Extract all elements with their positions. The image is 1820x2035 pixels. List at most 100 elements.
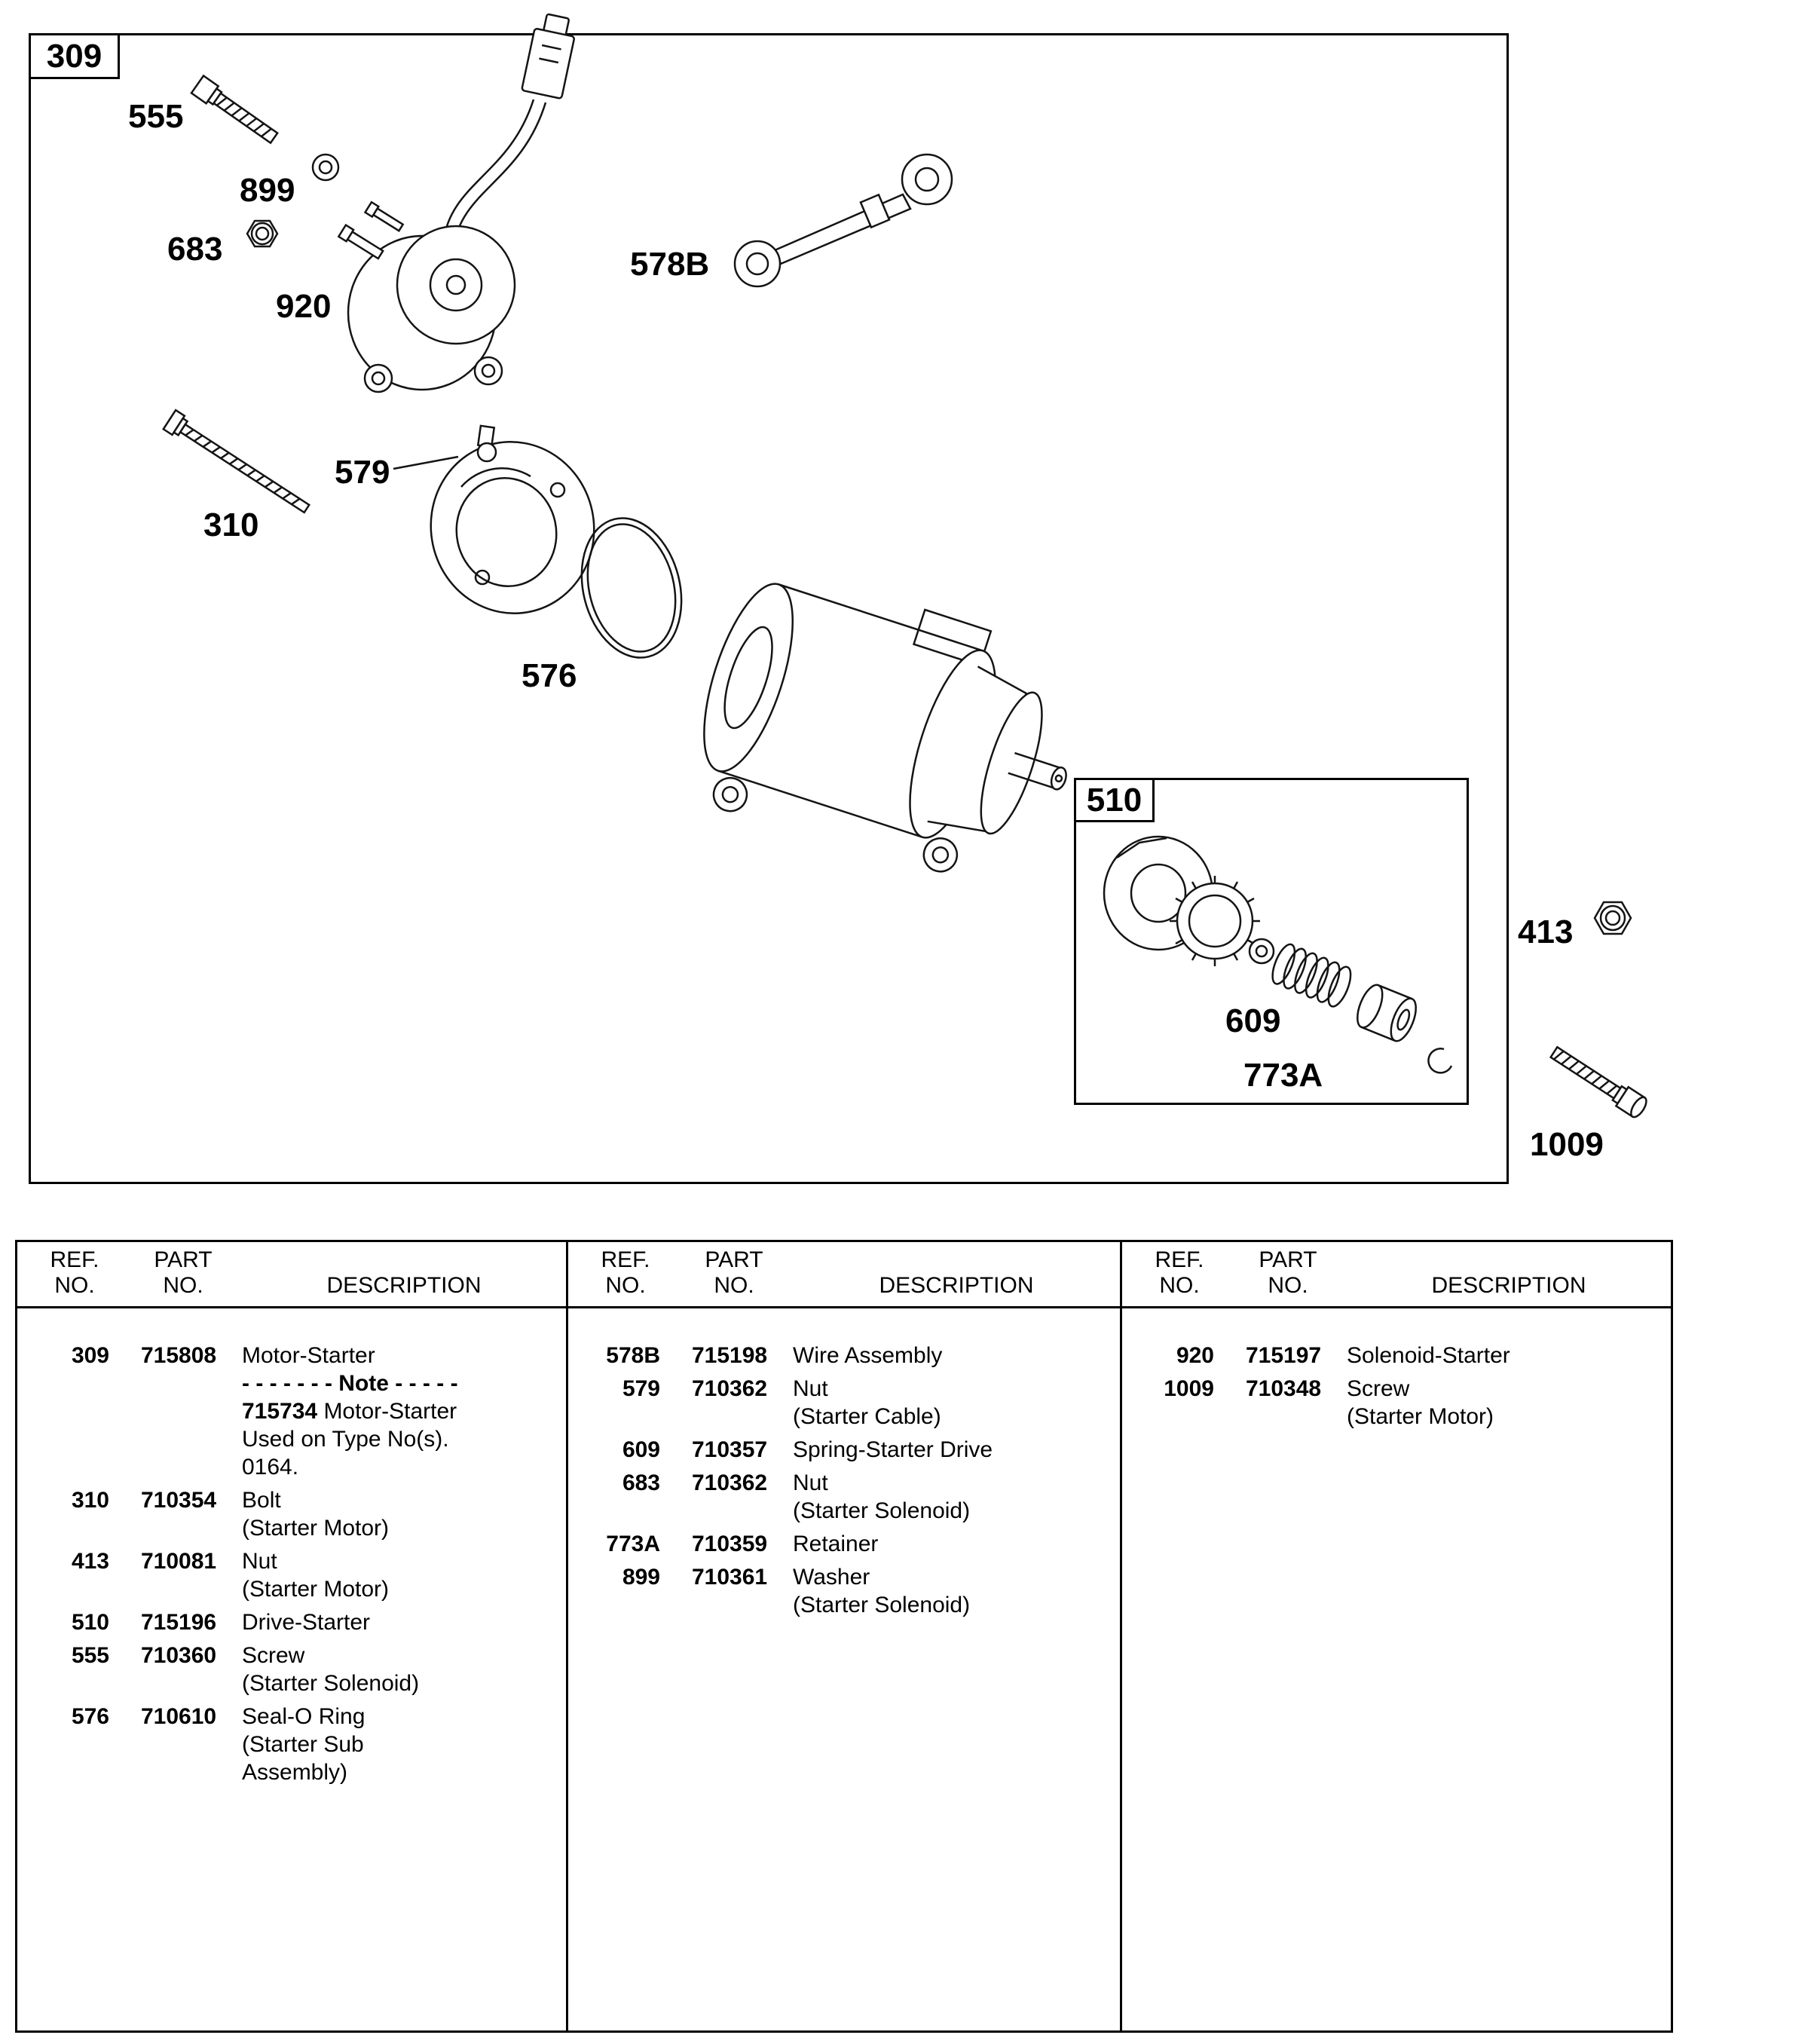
callout-920: 920: [276, 288, 332, 325]
pinion-sleeve-drawing: [1357, 984, 1417, 1042]
description-line: Retainer: [793, 1532, 879, 1556]
parts-illustration: [162, 13, 1647, 1118]
header-part-no: PART NO.: [1246, 1247, 1330, 1299]
description-cell: Motor-Starter- - - - - - - Note - - - - …: [242, 1342, 566, 1481]
callout-310: 310: [203, 506, 259, 543]
end-cap-drawing: [430, 424, 595, 614]
part-no-cell: 715808: [141, 1343, 217, 1368]
description-line: Drive-Starter: [242, 1610, 371, 1635]
header-ref-line2: NO.: [1159, 1273, 1200, 1298]
description-line: Wire Assembly: [793, 1343, 943, 1368]
description-line: 0164.: [242, 1455, 299, 1480]
callout-683: 683: [167, 231, 223, 268]
nut-413-drawing: [1593, 901, 1632, 935]
header-part-line2: NO.: [163, 1273, 203, 1298]
table-header: REF. NO. PART NO. DESCRIPTION: [17, 1242, 566, 1308]
part-no-cell: 710361: [692, 1565, 768, 1590]
part-no-cell: 710362: [692, 1470, 768, 1495]
header-description: DESCRIPTION: [1347, 1273, 1671, 1299]
header-ref-line1: REF.: [1155, 1247, 1204, 1272]
description-cell: Nut (Starter Motor): [242, 1547, 566, 1603]
description-cell: Screw(Starter Solenoid): [242, 1642, 566, 1697]
header-ref-no: REF. NO.: [40, 1247, 109, 1299]
wire-assembly-drawing: [733, 153, 953, 288]
header-desc-label: DESCRIPTION: [879, 1273, 1034, 1298]
ref-no-cell: 578B: [606, 1343, 660, 1368]
description-line: Washer: [793, 1565, 870, 1590]
ref-no-cell: 683: [622, 1470, 660, 1495]
solenoid-wire-connector-drawing: [442, 13, 575, 248]
part-no-cell: 710348: [1246, 1376, 1322, 1401]
header-desc-label: DESCRIPTION: [326, 1273, 482, 1298]
header-desc-label: DESCRIPTION: [1431, 1273, 1586, 1298]
ref-no-cell: 579: [622, 1376, 660, 1401]
callout-773a: 773A: [1243, 1057, 1323, 1094]
description-line: Screw: [242, 1643, 305, 1668]
bolt-drawing: [162, 409, 310, 514]
spring-609-drawing: [1271, 943, 1352, 1008]
solenoid-drawing: [337, 200, 516, 393]
part-no-cell: 710081: [141, 1549, 217, 1574]
description-cell: Retainer: [793, 1530, 1120, 1558]
description-line: Seal-O Ring: [242, 1704, 366, 1729]
description-line: Nut: [793, 1470, 828, 1495]
starter-motor-drawing: [703, 583, 1067, 873]
description-line: Nut: [242, 1549, 277, 1574]
ref-no-cell: 773A: [606, 1532, 660, 1556]
description-line: Assembly): [242, 1760, 348, 1785]
description-line: (Starter Motor): [242, 1516, 390, 1541]
description-line: (Starter Motor): [242, 1577, 390, 1602]
diagram-frame: 309: [29, 33, 1509, 1184]
header-part-line1: PART: [705, 1247, 763, 1272]
description-line: Spring-Starter Drive: [793, 1437, 993, 1462]
part-no-cell: 710357: [692, 1437, 768, 1462]
description-line: (Starter Sub: [242, 1732, 364, 1757]
header-ref-line1: REF.: [601, 1247, 650, 1272]
description-cell: Spring-Starter Drive: [793, 1436, 1120, 1464]
description-line: 715734 Motor-Starter: [242, 1399, 457, 1424]
part-no-cell: 715197: [1246, 1343, 1322, 1368]
o-ring-drawing: [580, 517, 683, 659]
drive-assembly-drawing: [1103, 835, 1453, 1074]
callout-1009: 1009: [1530, 1126, 1604, 1163]
description-line: Motor-Starter: [242, 1343, 375, 1368]
description-cell: Nut(Starter Cable): [793, 1375, 1120, 1431]
header-ref-line2: NO.: [605, 1273, 646, 1298]
description-line: (Starter Solenoid): [793, 1498, 971, 1523]
description-cell: Nut (Starter Solenoid): [793, 1469, 1120, 1525]
callout-576: 576: [522, 657, 577, 694]
leader-line-579: [393, 455, 459, 470]
header-description: DESCRIPTION: [793, 1273, 1120, 1299]
ref-no-cell: 310: [71, 1488, 109, 1513]
description-line: Screw: [1347, 1376, 1410, 1401]
ref-no-cell: 555: [71, 1643, 109, 1668]
header-ref-line2: NO.: [54, 1273, 95, 1298]
header-description: DESCRIPTION: [242, 1273, 566, 1299]
part-no-cell: 710362: [692, 1376, 768, 1401]
description-line: Nut: [793, 1376, 828, 1401]
ref-no-cell: 920: [1176, 1343, 1214, 1368]
callout-413: 413: [1518, 913, 1574, 950]
header-ref-no: REF. NO.: [591, 1247, 660, 1299]
screw-555-drawing: [190, 74, 279, 145]
callout-555: 555: [128, 98, 184, 135]
description-cell: Bolt(Starter Motor): [242, 1486, 566, 1542]
header-ref-no: REF. NO.: [1145, 1247, 1214, 1299]
description-line: (Starter Motor): [1347, 1404, 1494, 1429]
frame-label-309: 309: [31, 35, 120, 79]
